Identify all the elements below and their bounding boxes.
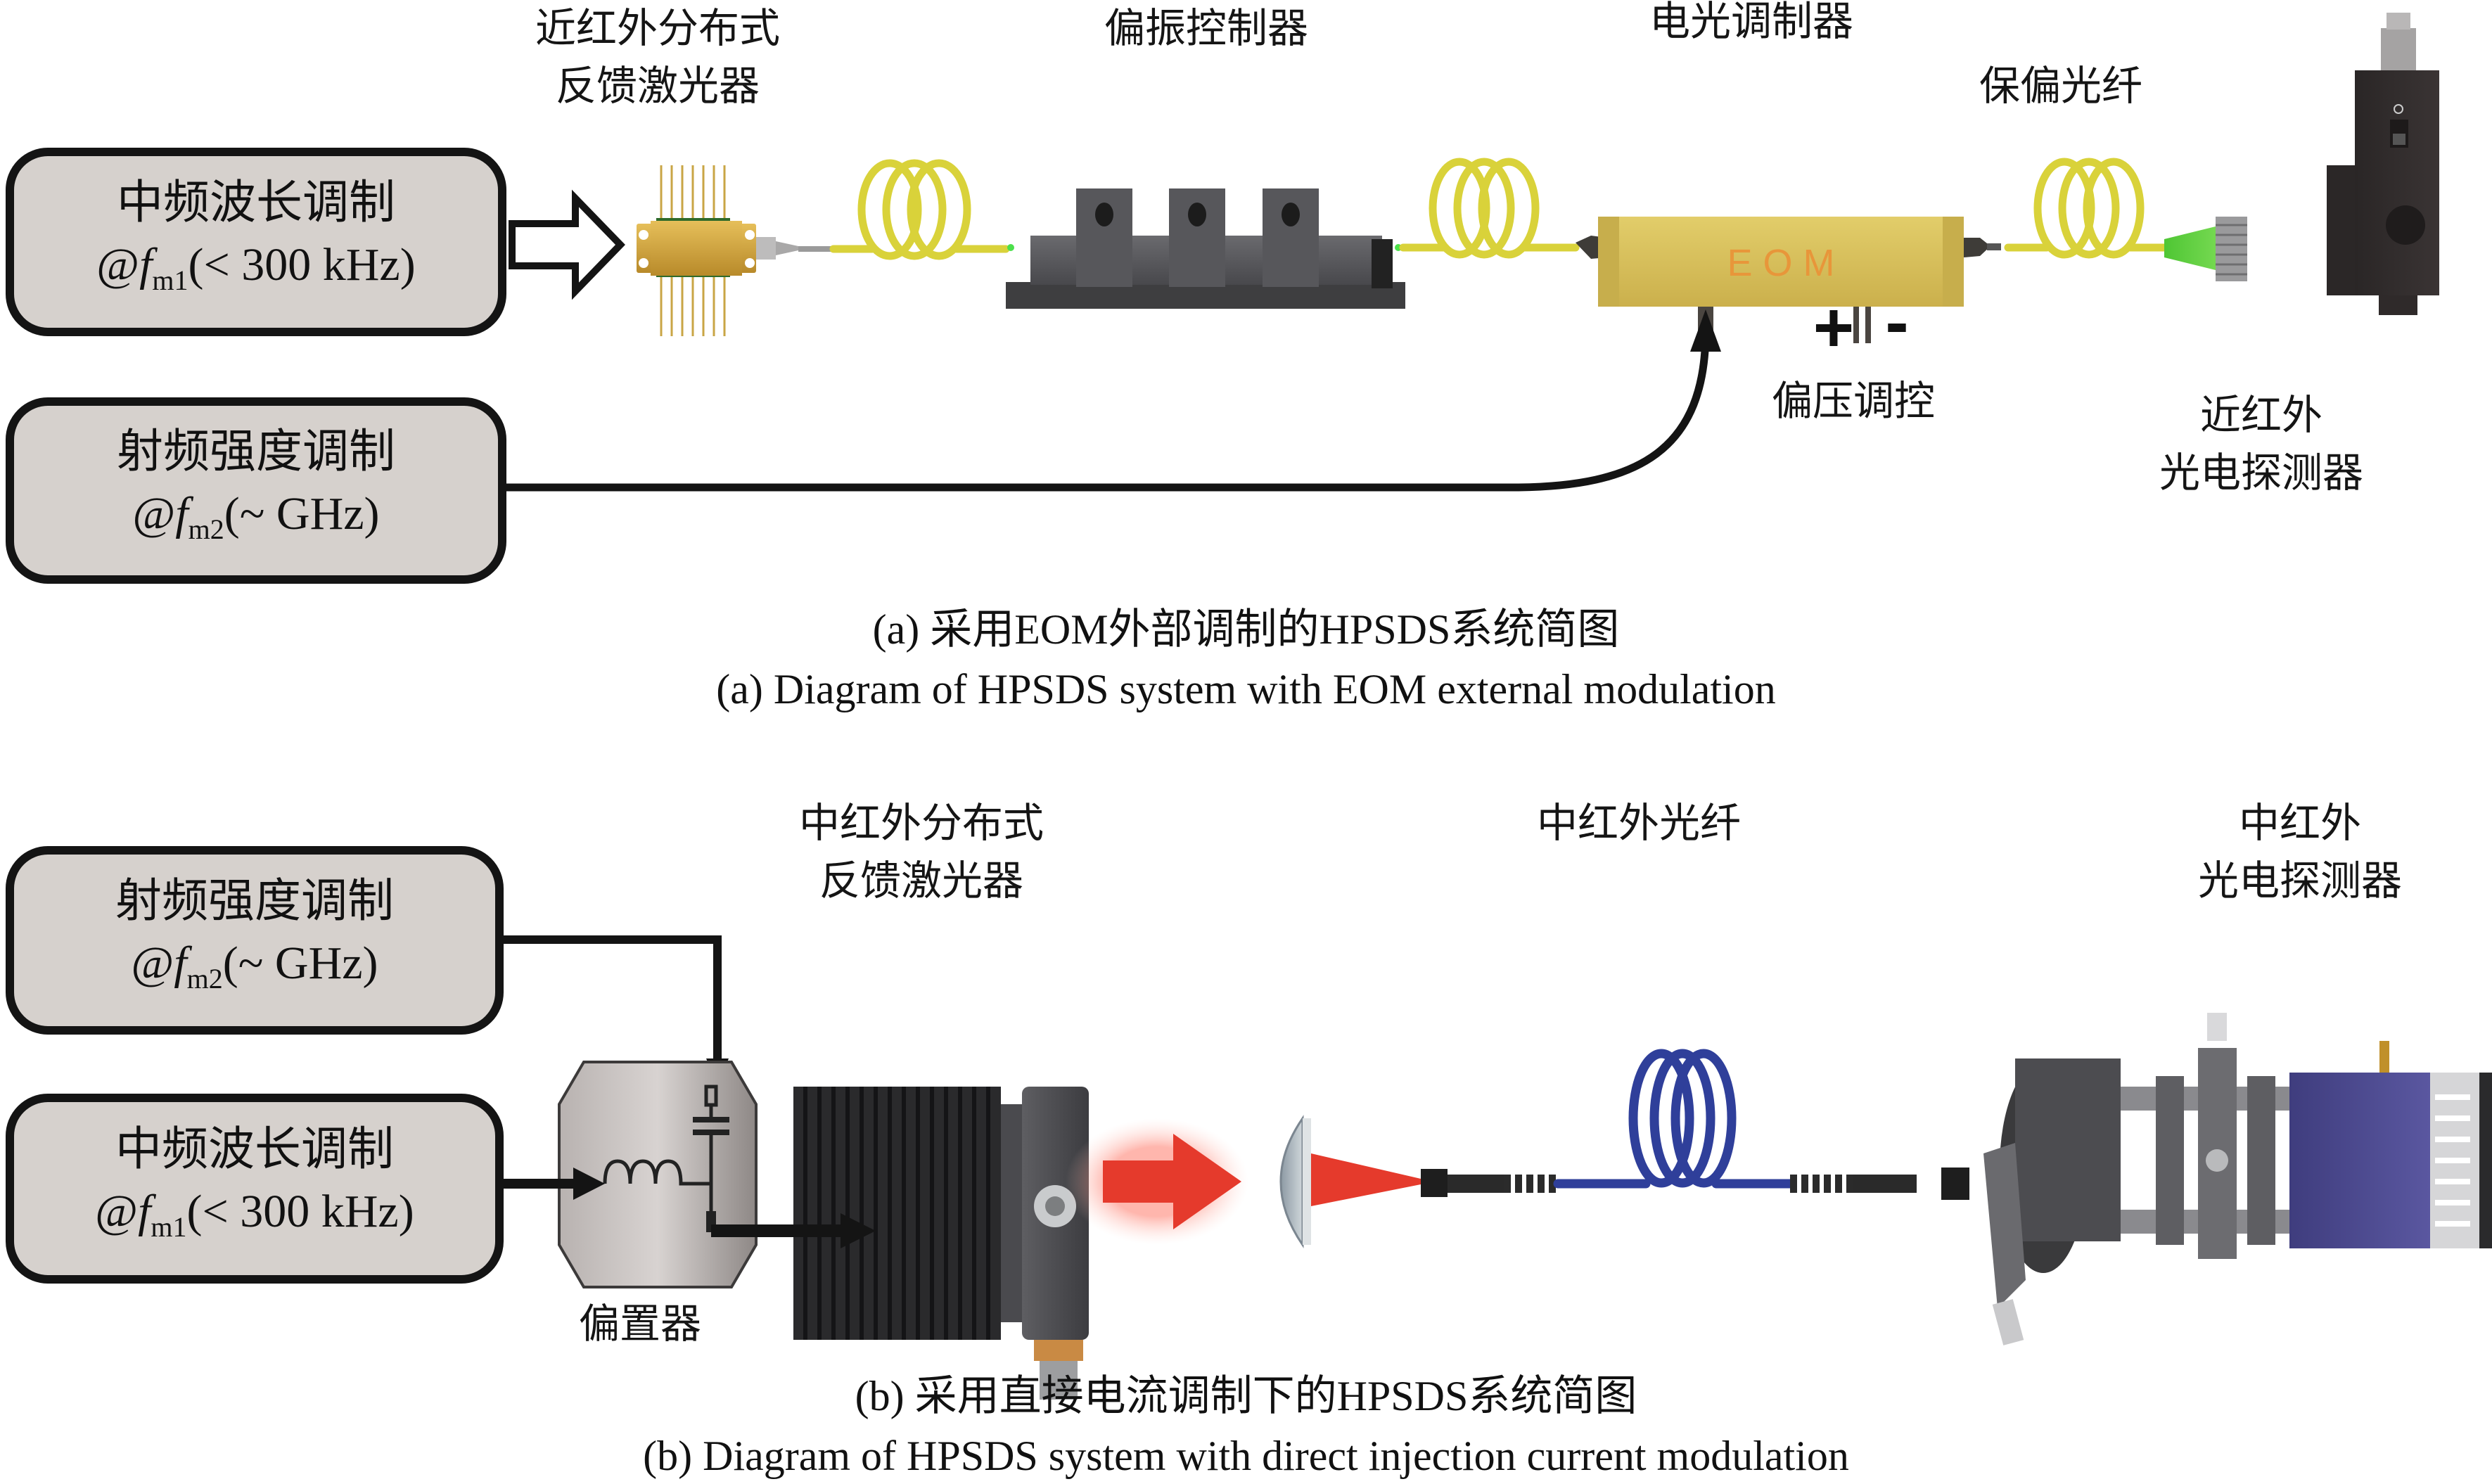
- nir-dfb-laser-icon: [637, 165, 837, 336]
- mir-fiber-icon: [1421, 1049, 1969, 1200]
- mir-fiber-label: 中红外光纤: [1536, 800, 1741, 846]
- focused-beam: [1311, 1153, 1421, 1206]
- polarization-controller-icon: [1006, 188, 1405, 309]
- caption-b-en: (b) Diagram of HPSDS system with direct …: [643, 1433, 1849, 1479]
- mir-detector-icon: [1983, 1013, 2492, 1345]
- mir-dfb-laser-icon: [793, 1087, 1089, 1400]
- fiber-coil-icon: [1399, 158, 1580, 259]
- bias-tee-icon: [558, 1061, 758, 1288]
- box-frequency: @fm1(< 300 kHz): [96, 239, 416, 296]
- bias-plus-sign: +: [1813, 288, 1854, 367]
- wavelength-signal-arrow-icon: [504, 1168, 605, 1200]
- box-title: 射频强度调制: [115, 876, 394, 927]
- mir-dfb-laser-label: 中红外分布式 反馈激光器: [798, 800, 1044, 904]
- mir-detector-label: 中红外 光电探测器: [2197, 800, 2402, 904]
- bias-tee-label: 偏置器: [578, 1301, 701, 1347]
- caption-b-cn: (b) 采用直接电流调制下的HPSDS系统简图: [855, 1373, 1637, 1419]
- box-title: 射频强度调制: [117, 426, 395, 478]
- nir-dfb-laser-label: 近红外分布式 反馈激光器: [535, 6, 780, 109]
- wavelength-modulation-box-b: 中频波长调制 @fm1(< 300 kHz): [6, 1094, 504, 1284]
- pm-fiber-label: 保偏光纤: [1979, 63, 2142, 109]
- fiber-coil-icon: [829, 159, 1010, 260]
- lens-icon: [1279, 1115, 1311, 1248]
- laser-beam-arrow-icon: [1066, 1118, 1248, 1245]
- panel-a-graphics: E O M + -: [506, 13, 2439, 492]
- rf-signal-arrow-icon: [506, 309, 1721, 492]
- bias-control-label: 偏压调控: [1771, 378, 1935, 424]
- drive-current-arrow-icon: [711, 1213, 876, 1248]
- box-frequency: @fm2(~ GHz): [131, 938, 378, 994]
- box-title: 中频波长调制: [115, 1124, 394, 1175]
- polarization-controller-label: 偏振控制器: [1104, 6, 1308, 51]
- wavelength-modulation-box-a: 中频波长调制 @fm1(< 300 kHz): [6, 148, 506, 336]
- bias-minus-sign: -: [1885, 283, 1908, 362]
- caption-a-en: (a) Diagram of HPSDS system with EOM ext…: [716, 666, 1776, 712]
- caption-a-cn: (a) 采用EOM外部调制的HPSDS系统简图: [872, 606, 1620, 653]
- eom-label: 电光调制器: [1649, 0, 1853, 44]
- box-title: 中频波长调制: [117, 177, 395, 229]
- box-frequency: @fm1(< 300 kHz): [95, 1186, 414, 1243]
- box-frequency: @fm2(~ GHz): [132, 487, 380, 545]
- nir-detector-icon: [2164, 13, 2439, 315]
- rf-modulation-box-b: 射频强度调制 @fm2(~ GHz): [6, 846, 504, 1035]
- rf-modulation-box-a: 射频强度调制 @fm2(~ GHz): [6, 397, 506, 584]
- hollow-arrow-icon: [509, 189, 625, 300]
- eom-module-icon: [1576, 217, 2001, 343]
- eom-text: E O M: [1727, 242, 1834, 284]
- nir-detector-label: 近红外 光电探测器: [2159, 392, 2363, 496]
